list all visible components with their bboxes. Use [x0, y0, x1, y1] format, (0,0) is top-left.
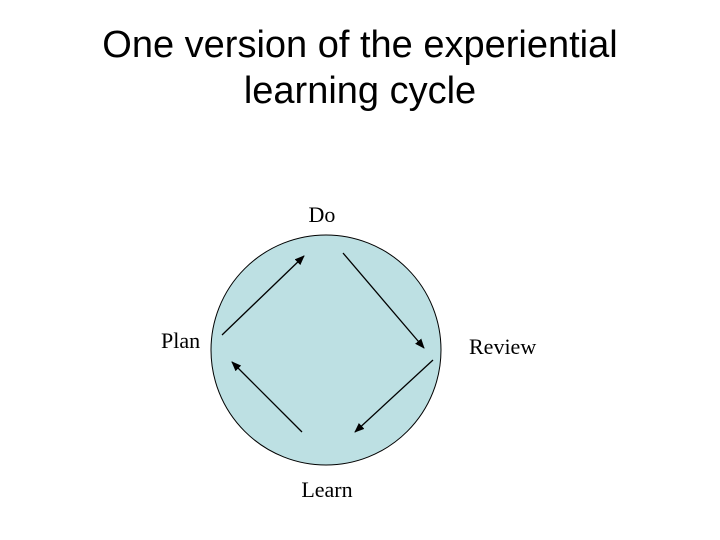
slide-title-line-1: One version of the experiential	[102, 24, 618, 66]
stage-label-do: Do	[309, 202, 336, 227]
arrow-review-to-learn	[354, 359, 434, 433]
stage-label-plan: Plan	[161, 328, 200, 353]
slide-title: One version of the experiential learning…	[0, 22, 720, 114]
stage-label-learn: Learn	[301, 477, 352, 502]
stage-label-review: Review	[469, 334, 536, 359]
arrow-do-to-review	[342, 252, 425, 349]
cycle-circle	[210, 234, 442, 466]
arrow-learn-to-plan	[231, 361, 303, 433]
slide-title-line-2: learning cycle	[243, 70, 477, 112]
arrow-plan-to-do	[221, 255, 305, 336]
